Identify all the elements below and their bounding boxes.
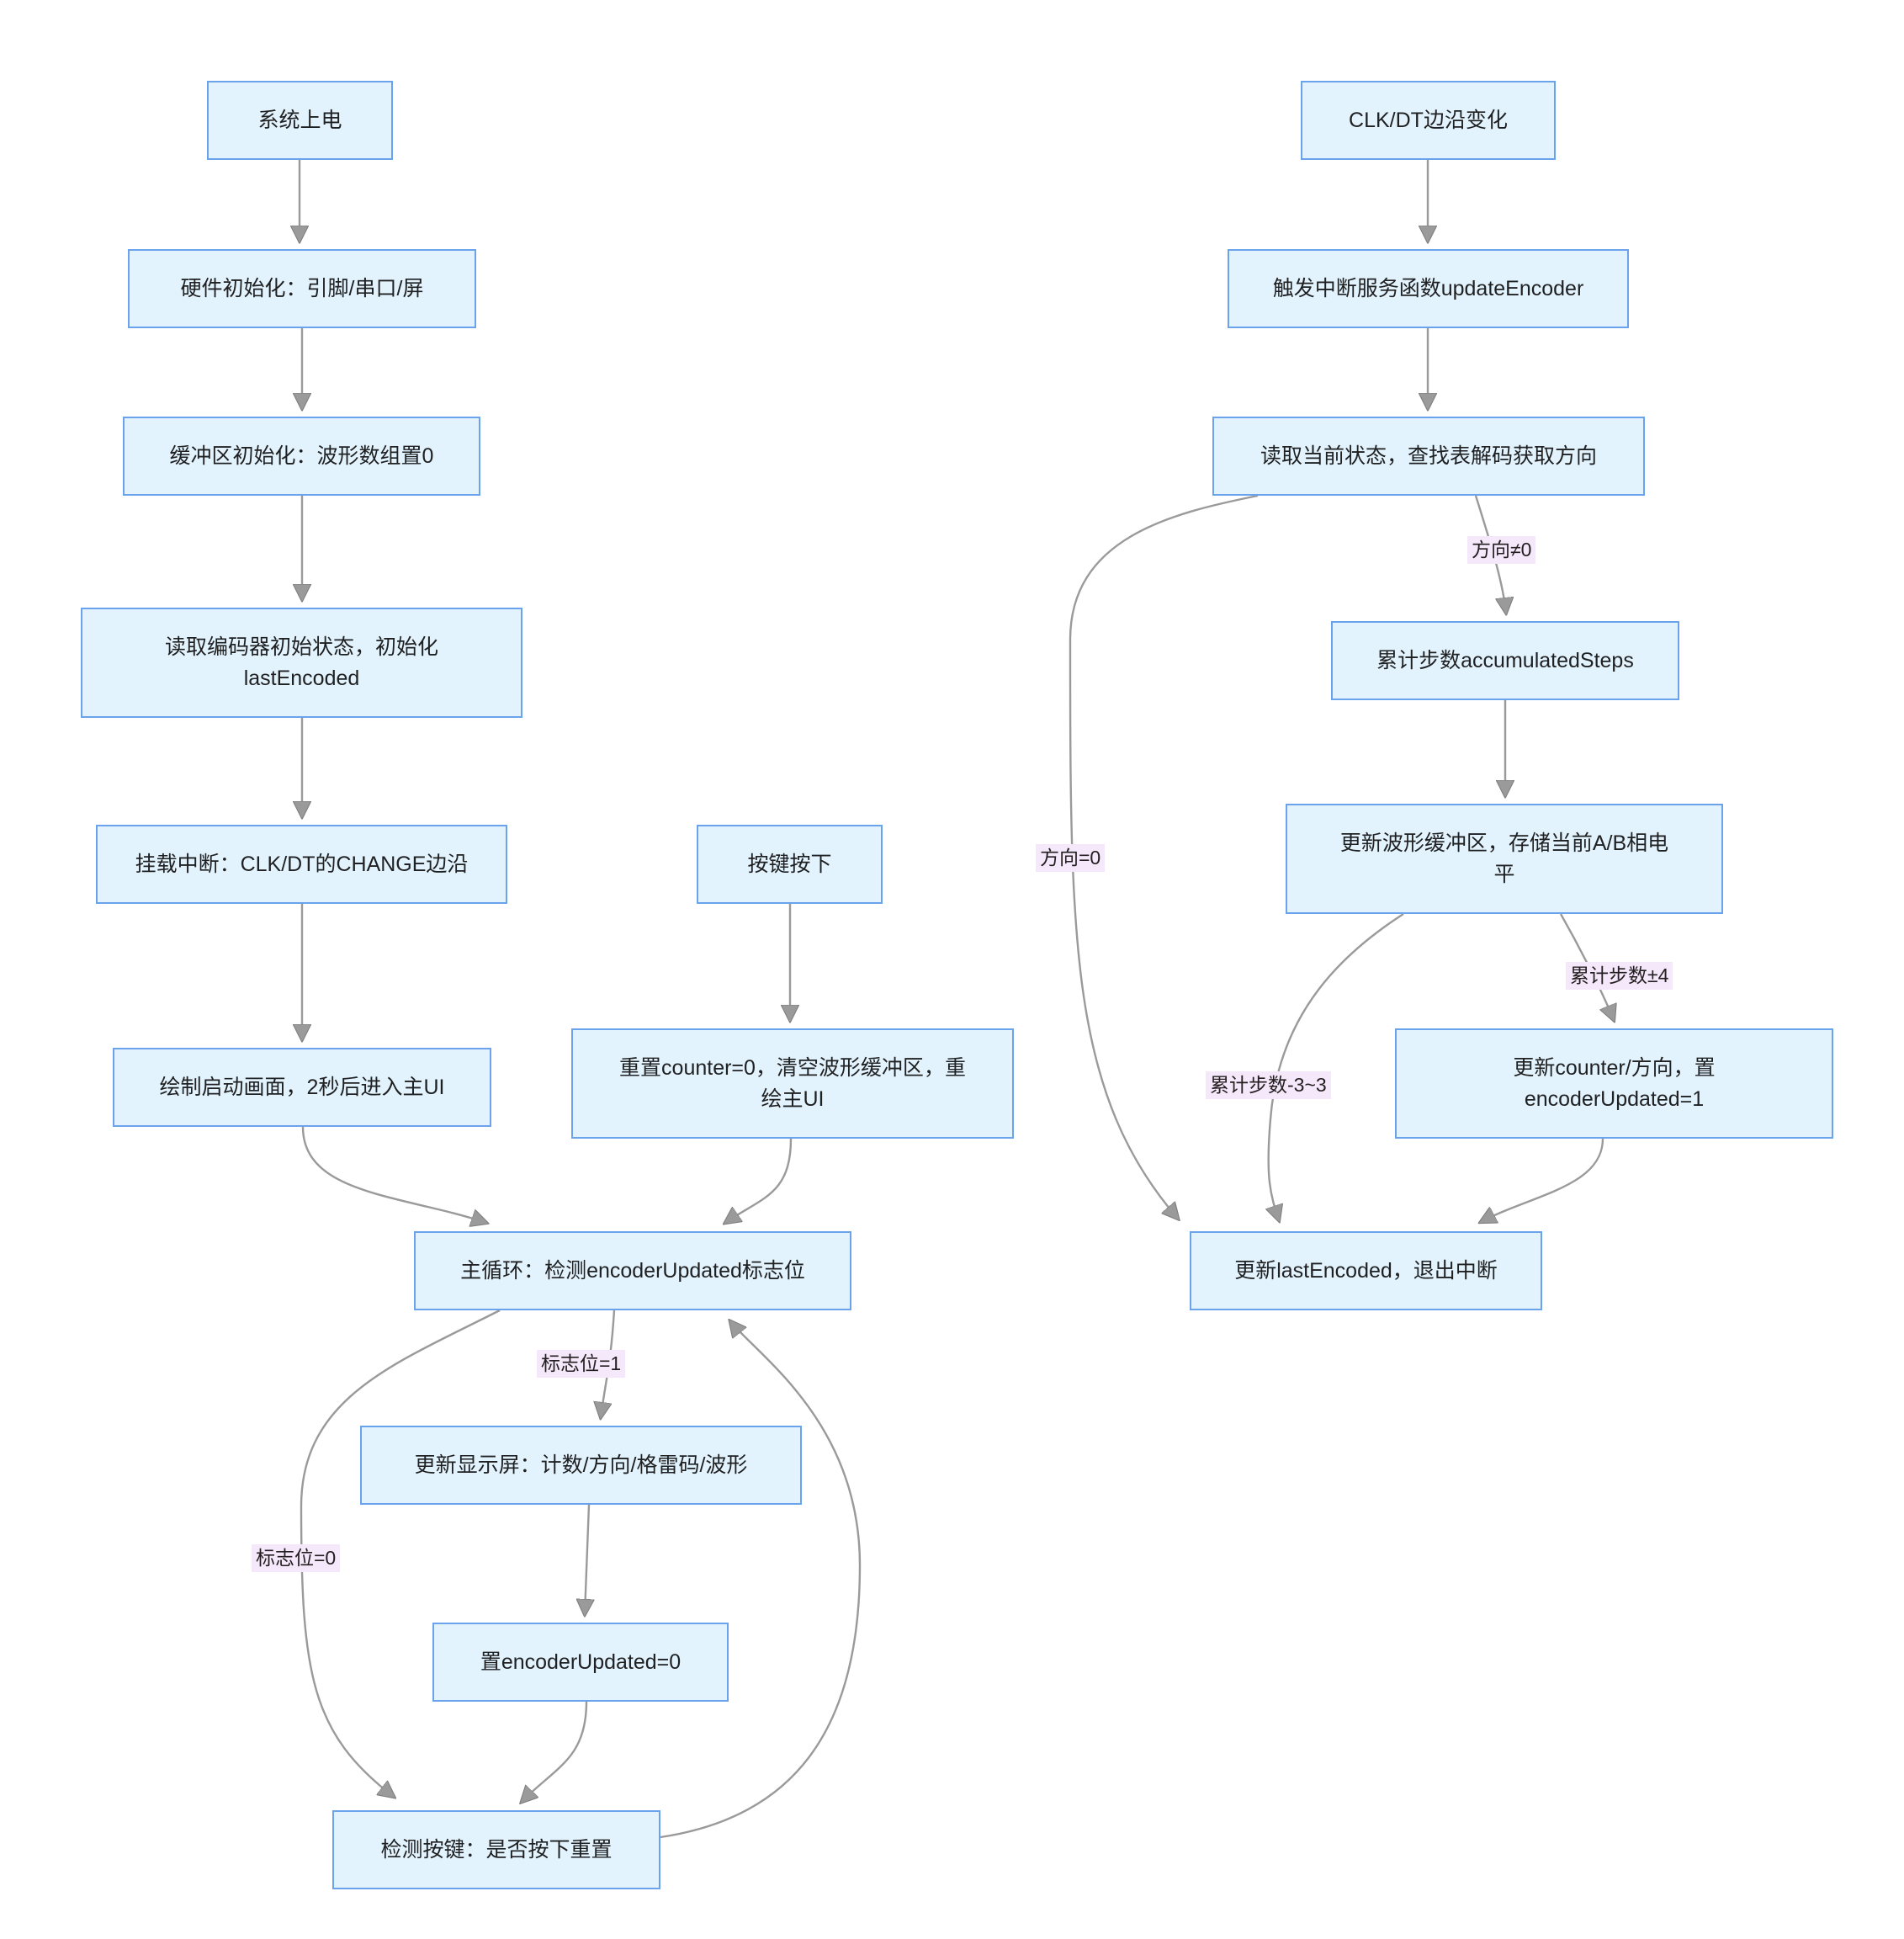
node-update-display[interactable]: 更新显示屏：计数/方向/格雷码/波形 — [360, 1426, 802, 1505]
edge-n11-n12 — [522, 1701, 588, 1802]
edge-label-steps-minus3to3: 累计步数-3~3 — [1206, 1071, 1331, 1099]
node-update-lastencoded[interactable]: 更新lastEncoded，退出中断 — [1190, 1231, 1542, 1310]
edge-n6-n9 — [301, 1126, 486, 1223]
edge-n10-n11 — [585, 1504, 589, 1614]
node-update-wave-buffer[interactable]: 更新波形缓冲区，存储当前A/B相电 平 — [1286, 804, 1723, 914]
node-read-encoder-init[interactable]: 读取编码器初始状态，初始化 lastEncoded — [81, 608, 522, 718]
node-reset-counter[interactable]: 重置counter=0，清空波形缓冲区，重 绘主UI — [571, 1028, 1014, 1139]
node-check-button[interactable]: 检测按键：是否按下重置 — [332, 1810, 660, 1889]
node-button-pressed[interactable]: 按键按下 — [697, 825, 883, 904]
node-trigger-isr[interactable]: 触发中断服务函数updateEncoder — [1228, 249, 1629, 328]
node-clear-encoder-updated[interactable]: 置encoderUpdated=0 — [432, 1623, 729, 1702]
edge-label-direction-zero: 方向=0 — [1036, 844, 1106, 872]
edge-label-flag-one: 标志位=1 — [537, 1350, 626, 1378]
node-attach-interrupt[interactable]: 挂载中断：CLK/DT的CHANGE边沿 — [96, 825, 507, 904]
edge-n17-n19 — [1269, 912, 1404, 1220]
node-clk-dt-edge-change[interactable]: CLK/DT边沿变化 — [1301, 81, 1556, 160]
node-read-state-decode[interactable]: 读取当前状态，查找表解码获取方向 — [1212, 417, 1645, 496]
edge-label-steps-plusminus4: 累计步数±4 — [1566, 962, 1673, 990]
node-update-counter-dir[interactable]: 更新counter/方向，置 encoderUpdated=1 — [1395, 1028, 1833, 1139]
node-main-loop[interactable]: 主循环：检测encoderUpdated标志位 — [414, 1231, 851, 1310]
edge-label-direction-nonzero: 方向≠0 — [1467, 536, 1536, 564]
edge-n12-n9 — [660, 1321, 862, 1839]
node-buffer-init[interactable]: 缓冲区初始化：波形数组置0 — [123, 417, 480, 496]
node-system-power-on[interactable]: 系统上电 — [207, 81, 393, 160]
edge-n8-n9 — [725, 1138, 793, 1223]
node-accumulated-steps[interactable]: 累计步数accumulatedSteps — [1331, 621, 1679, 700]
node-splash-screen[interactable]: 绘制启动画面，2秒后进入主UI — [113, 1048, 491, 1127]
node-hardware-init[interactable]: 硬件初始化：引脚/串口/屏 — [128, 249, 476, 328]
edge-n18-n19 — [1481, 1138, 1604, 1222]
edge-label-flag-zero: 标志位=0 — [252, 1544, 341, 1572]
